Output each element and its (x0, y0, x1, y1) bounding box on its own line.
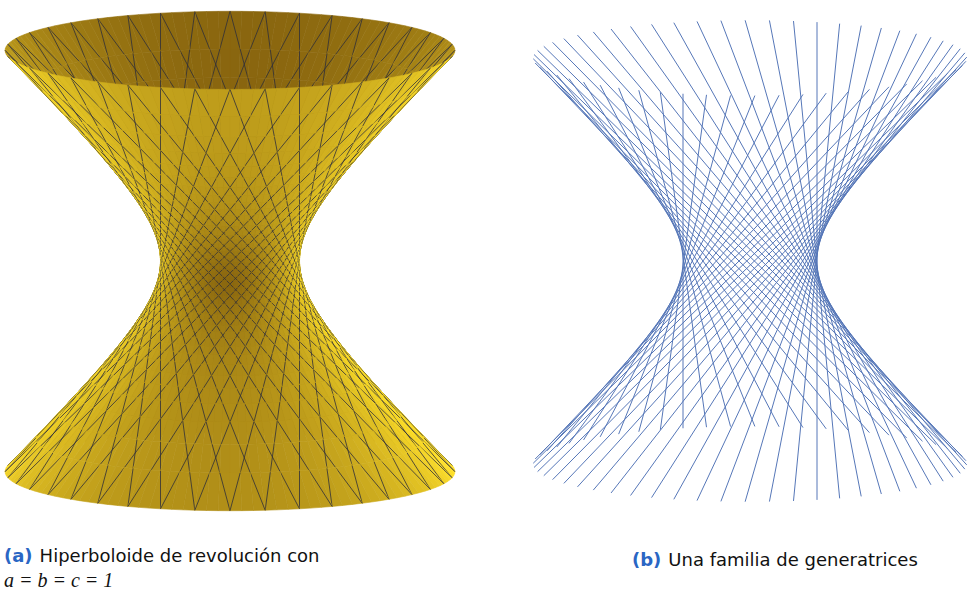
surface-patch (230, 49, 240, 78)
surface-patch (220, 49, 230, 78)
shaded-hyperboloid (5, 11, 455, 510)
